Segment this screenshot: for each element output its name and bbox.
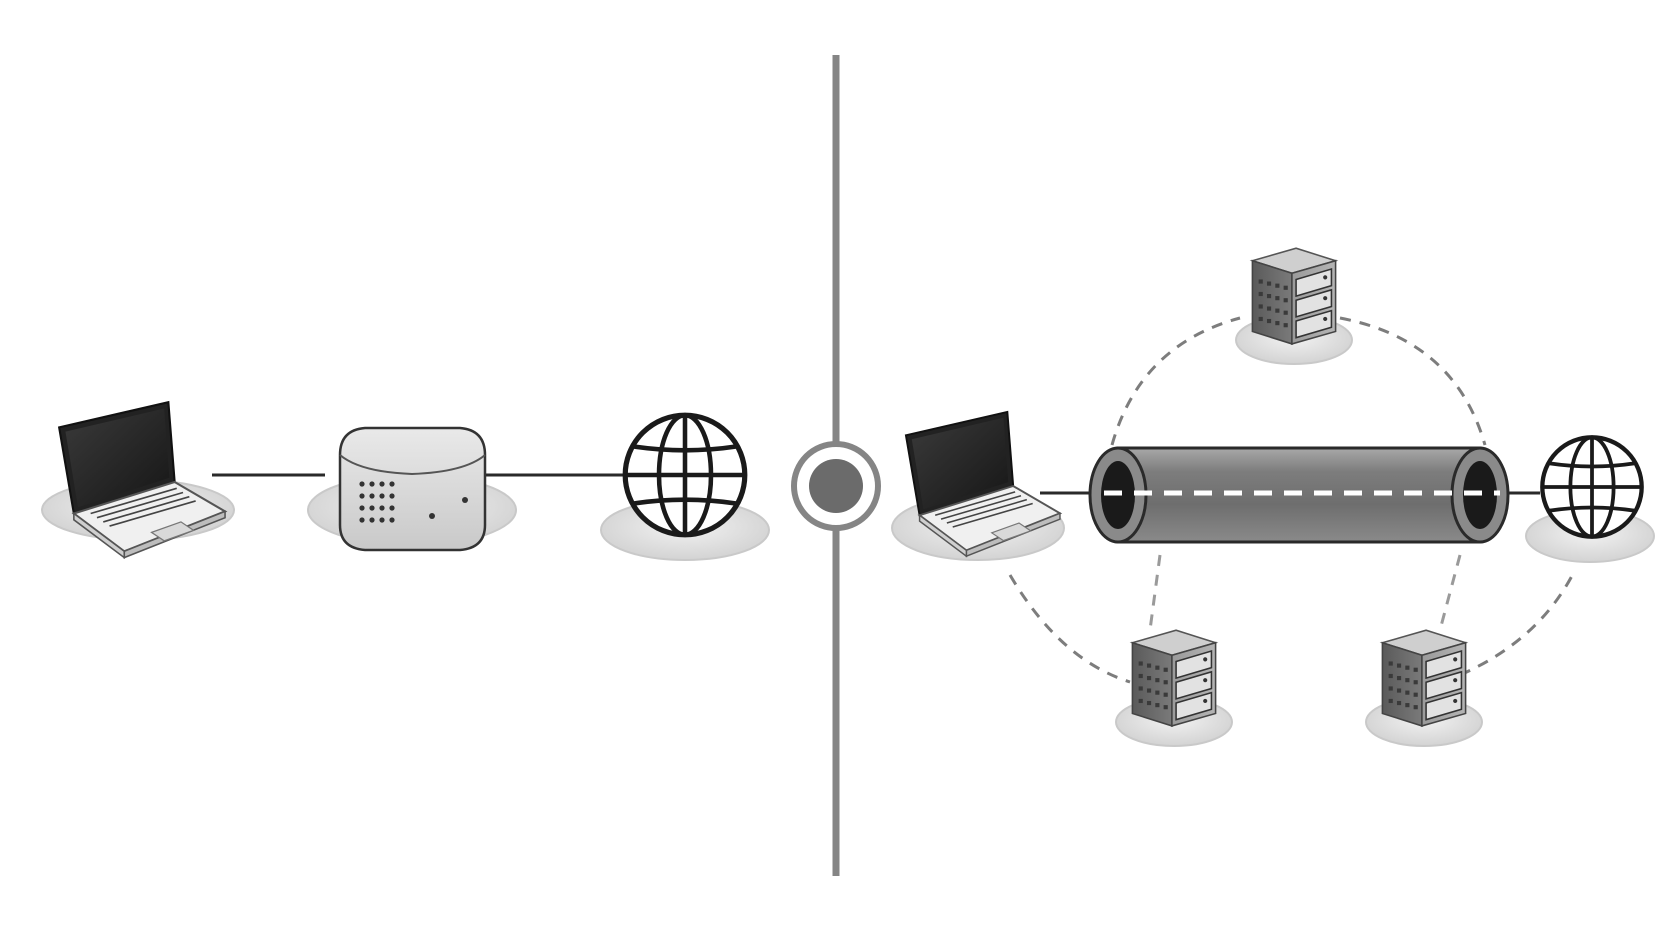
right-panel — [891, 247, 1655, 747]
server-bottom-left — [1115, 629, 1233, 747]
globe-b — [1525, 437, 1655, 563]
server-ring — [1008, 316, 1577, 684]
router-box-icon — [338, 426, 487, 552]
laptop-b — [891, 410, 1065, 561]
divider — [791, 55, 881, 876]
laptop-a — [41, 401, 235, 559]
server-rack-icon — [1381, 629, 1467, 727]
left-panel — [41, 401, 770, 561]
server-rack-icon — [1131, 629, 1217, 727]
server-rack-icon — [1251, 247, 1337, 345]
tunnel-pipe-icon — [1088, 446, 1510, 544]
globe-icon — [1542, 437, 1641, 536]
router-node — [307, 426, 517, 552]
globe-a — [600, 415, 770, 561]
server-top — [1235, 247, 1353, 365]
server-bottom-right — [1365, 629, 1483, 747]
globe-icon — [625, 415, 745, 535]
record-dot-icon — [809, 459, 863, 513]
